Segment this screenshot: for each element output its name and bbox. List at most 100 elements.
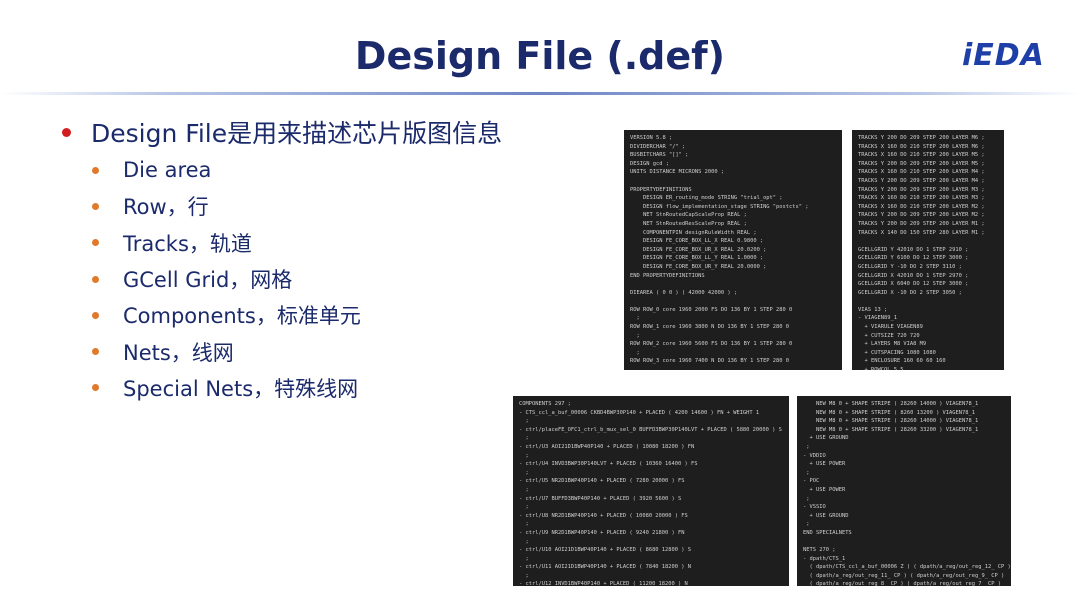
code-line: TRACKS X 160 DO 210 STEP 200 LAYER M3 ; [858,195,985,202]
code-line: TRACKS Y 200 DO 209 STEP 200 LAYER M5 ; [858,160,985,167]
code-line: ; [803,521,810,528]
code-line: NEW M8 0 + SHAPE STRIPE ( 8260 13200 ) V… [803,409,976,416]
code-line: ; [630,315,640,322]
sub-bullet-text: GCell Grid，网格 [123,268,293,293]
code-line: + USE GROUND [803,435,849,442]
def-header-code-panel: VERSION 5.8 ;DIVIDERCHAR "/" ;BUSBITCHAR… [624,130,842,370]
code-line: TRACKS Y 200 DO 209 STEP 200 LAYER M2 ; [858,212,985,219]
code-line: NEW M8 0 + SHAPE STRIPE ( 28260 14000 ) … [803,418,979,425]
code-line: ; [803,469,810,476]
code-line: + USE GROUND [803,512,849,519]
code-line: UNITS DISTANCE MICRONS 2000 ; [630,169,725,176]
code-line [858,297,998,306]
code-line: TRACKS X 160 DO 210 STEP 200 LAYER M4 ; [858,169,985,176]
code-line: + ROWCOL 5 5 [858,366,998,370]
main-bullet-text: Design File是用来描述芯片版图信息 [91,119,503,148]
code-line: TRACKS Y 200 DO 209 STEP 200 LAYER M3 ; [858,186,985,193]
code-line: DESIGN FE_CORE_BOX_LL_X REAL 0.9800 ; [630,238,764,245]
sub-bullet-list: Die area Row，行 Tracks，轨道 GCell Grid，网格 C… [92,152,361,406]
code-line: - ctrl/U12 INVD1BWP40P140 + PLACED ( 112… [519,581,688,586]
code-line: ; [519,452,529,459]
orange-bullet-icon [92,275,99,283]
code-line: DESIGN FE_CORE_BOX_UR_X REAL 20.0200 ; [630,246,767,253]
sub-bullet: Components，标准单元 [92,297,361,333]
orange-bullet-icon [92,348,99,356]
code-line: END SPECIALNETS [803,529,852,536]
code-line [803,538,1005,547]
code-line: TRACKS Y 200 DO 209 STEP 200 LAYER M4 ; [858,177,985,184]
code-line [858,237,998,246]
code-line [630,280,836,289]
code-line: DESIGN gcd ; [630,160,669,167]
code-line: ( dpath/CTS_ccl_a_buf_00006 Z ) ( dpath/… [803,564,1011,571]
orange-bullet-icon [92,311,99,319]
red-bullet-icon [62,127,71,137]
code-line: DESIGN FE_CORE_BOX_LL_Y REAL 1.0000 ; [630,255,764,262]
code-line: GCELLGRID Y -10 DO 2 STEP 3110 ; [858,263,962,270]
code-line: - VDDIO [803,452,826,459]
code-line: - CTS_ccl_a_buf_00006 CKBD4BWP30P140 + P… [519,409,760,416]
code-line: TRACKS Y 200 DO 209 STEP 200 LAYER M6 ; [858,135,985,141]
code-line: + CUTSPACING 1080 1080 [858,349,936,356]
code-line: TRACKS X 160 DO 210 STEP 200 LAYER M5 ; [858,152,985,159]
sub-bullet-text: Row，行 [123,195,209,220]
orange-bullet-icon [92,202,99,210]
code-line: - ctrl/U8 NR2D1BWP40P140 + PLACED ( 1008… [519,512,688,519]
sub-bullet-text: Nets，线网 [123,340,234,365]
code-line: GCELLGRID X 42010 DO 1 STEP 2970 ; [858,272,969,279]
code-line: GCELLGRID Y 6100 DO 12 STEP 3000 ; [858,255,969,262]
code-line: TRACKS Y 200 DO 209 STEP 200 LAYER M1 ; [858,220,985,227]
main-bullet: Design File是用来描述芯片版图信息 [62,114,502,150]
code-line: - dpath/CTS_1 [803,555,846,562]
code-line: ; [519,435,529,442]
ieda-logo: iEDA [962,38,1045,73]
code-line: ; [519,486,529,493]
code-line: NET StnRoutedResScaleProp REAL ; [630,220,747,227]
title-divider [0,92,1080,95]
sub-bullet-text: Components，标准单元 [123,304,361,329]
code-line: ; [519,538,529,545]
code-line: - ctrl/U9 NR2D1BWP40P140 + PLACED ( 9240… [519,529,685,536]
code-line: - ctrl/U10 AOI21D1BWP40P140 + PLACED ( 8… [519,547,692,554]
sub-bullet: Tracks，轨道 [92,225,361,261]
code-line: ; [630,332,640,339]
code-line: COMPONENTS 297 ; [519,401,571,407]
orange-bullet-icon [92,239,99,247]
code-line: DESIGN FE_CORE_BOX_UR_Y REAL 20.0000 ; [630,263,767,270]
slide-title: Design File (.def) [354,34,726,78]
code-line: + USE POWER [803,486,846,493]
code-line: ; [519,555,529,562]
code-line: DIEAREA ( 0 0 ) ( 42000 42000 ) ; [630,289,738,296]
code-line: DIVIDERCHAR "/" ; [630,143,686,150]
code-line: VERSION 5.8 ; [630,135,673,141]
code-line: ; [519,418,529,425]
def-tracks-code-panel: TRACKS Y 200 DO 209 STEP 200 LAYER M6 ; T… [852,130,1004,370]
code-line: ROW ROW_2 core 1960 5600 FS DO 136 BY 1 … [630,341,793,348]
code-line: ; [519,504,529,511]
code-line: ; [630,349,640,356]
code-line: NETS 270 ; [803,547,836,554]
code-line: ; [519,572,529,579]
code-line: DESIGN ER_routing_mode STRING "trial_opt… [630,195,783,202]
code-line: ( dpath/a_reg/out_reg_8_ CP ) ( dpath/a_… [803,581,1001,586]
sub-bullet: Row，行 [92,188,361,224]
code-line: + USE POWER [803,461,846,468]
code-line: GCELLGRID Y 42010 DO 1 STEP 2910 ; [858,246,969,253]
code-line: TRACKS X 140 DO 150 STEP 280 LAYER M1 ; [858,229,985,236]
orange-bullet-icon [92,384,99,392]
code-line: - ctrl/U5 NR2D1BWP40P140 + PLACED ( 7280… [519,478,685,485]
code-line: TRACKS X 160 DO 210 STEP 200 LAYER M2 ; [858,203,985,210]
code-line: NET StnRoutedCapScaleProp REAL ; [630,212,747,219]
sub-bullet-text: Special Nets，特殊线网 [123,376,359,401]
code-line: - VSSIO [803,504,826,511]
code-line: VIAS 13 ; [858,306,888,313]
code-line: + LAYERS M8 VIA8 M9 [858,341,927,348]
code-line: - ctrl/U11 AOI21D1BWP40P140 + PLACED ( 7… [519,564,692,571]
sub-bullet: Die area [92,152,361,188]
code-line [630,177,836,186]
code-line: END PROPERTYDEFINITIONS [630,272,705,279]
sub-bullet: GCell Grid，网格 [92,261,361,297]
sub-bullet-text: Die area [123,158,212,183]
code-line: PROPERTYDEFINITIONS [630,186,692,193]
orange-bullet-icon [92,166,99,174]
